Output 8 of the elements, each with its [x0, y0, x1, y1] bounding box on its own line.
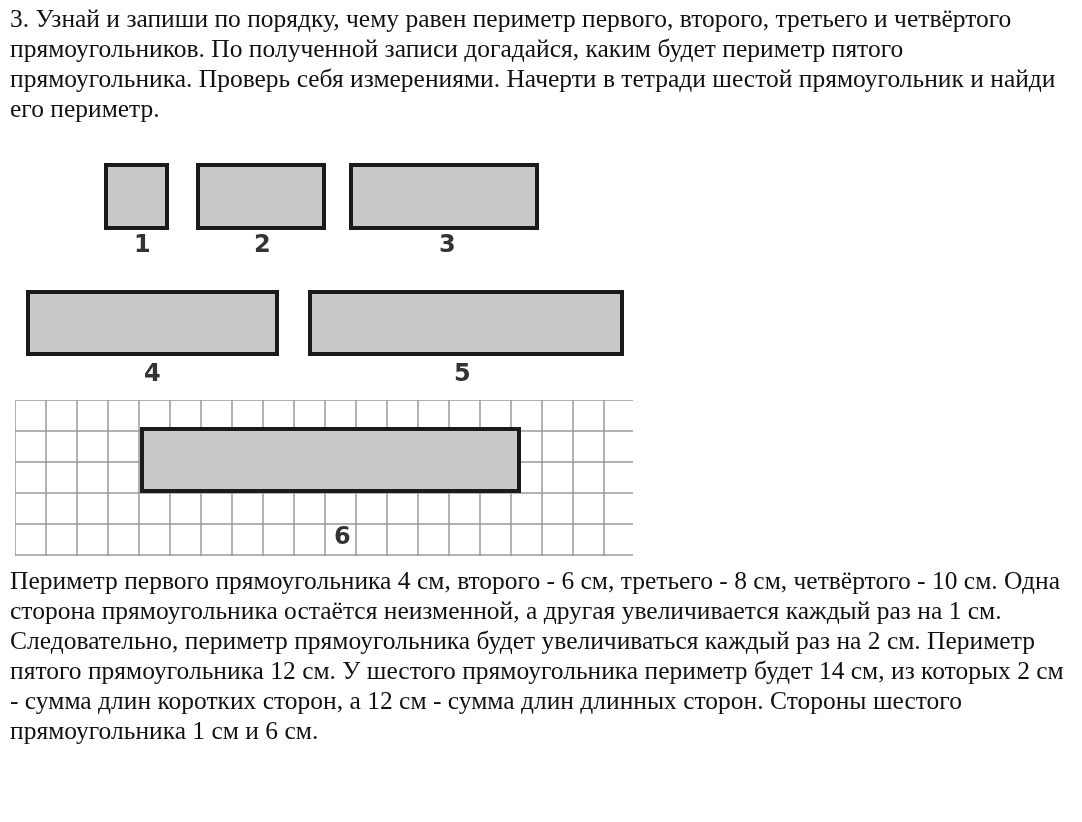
- figure-number: 2: [254, 231, 271, 257]
- figure-number: 3: [439, 231, 456, 257]
- figure-number: 4: [144, 360, 161, 386]
- task-text: 3. Узнай и запиши по порядку, чему равен периметр первого, второго, третьего и четвёртого прямоугольников. По полученной записи догадайся, каким будет периметр пятого прямоугольника. Проверь себя измерениями. Начерти в тетради шестой прямоугольник и найди его периметр.: [10, 4, 1057, 124]
- solution-text: Периметр первого прямоугольника 4 см, второго - 6 см, третьего - 8 см, четвёртого - 10 см. Одна сторона прямоугольника остаётся неизменной, а другая увеличивается каждый раз на 1 см. Следовательно, периметр прямоугольника будет увеличиваться каждый раз на 2 см. Периметр пятого прямоугольника 12 см. У шестого прямоугольника периметр будет 14 см, из которых 2 см - сумма длин коротких сторон, а 12 см - сумма длин длинных сторон. Стороны шестого прямоугольника 1 см и 6 см.: [10, 566, 1065, 746]
- figure-number: 1: [134, 231, 151, 257]
- figure-number: 5: [454, 360, 471, 386]
- figure-number: 6: [334, 523, 351, 549]
